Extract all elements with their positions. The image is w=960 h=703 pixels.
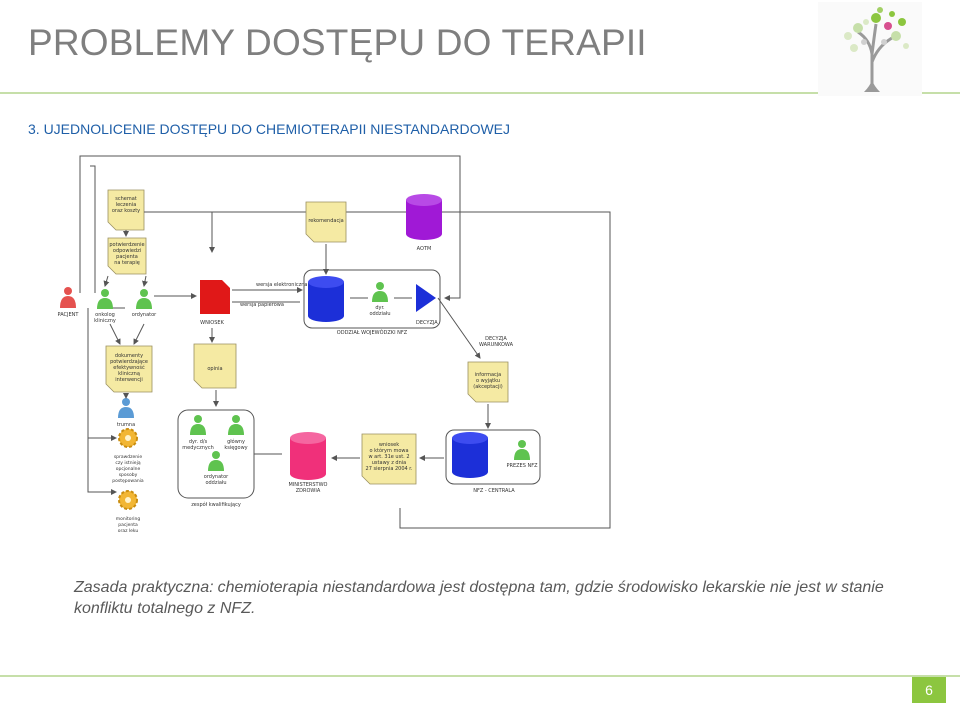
svg-text:WNIOSEK: WNIOSEK (200, 320, 224, 326)
svg-text:dyr.oddziału: dyr.oddziału (369, 305, 390, 317)
footer-divider (0, 675, 960, 677)
svg-text:ODDZIAŁ WOJEWÓDZKI NFZ: ODDZIAŁ WOJEWÓDZKI NFZ (337, 329, 408, 336)
outer-flow-lines (79, 155, 611, 529)
person-dyr-oddzialu-icon: dyr.oddziału (369, 282, 391, 317)
decyzja-triangle-icon: DECYZJA (416, 284, 438, 326)
wniosek-document-icon: WNIOSEK (200, 280, 230, 326)
svg-text:opinia: opinia (207, 366, 222, 372)
nfz-oddzial-group: ODDZIAŁ WOJEWÓDZKI NFZ (303, 269, 441, 336)
note-opinia: opinia (193, 343, 237, 389)
database-aotm-icon: AOTM (406, 194, 442, 252)
nfz-centrala-group: NFZ - CENTRALA (445, 429, 541, 494)
svg-text:AOTM: AOTM (417, 246, 432, 252)
database-oddzial-icon (308, 276, 344, 322)
principle-label: Zasada praktyczna: (74, 579, 214, 596)
note-rekomendacja: rekomendacja (305, 201, 347, 243)
person-patient-icon: PACJENT (58, 287, 80, 318)
svg-text:NFZ - CENTRALA: NFZ - CENTRALA (473, 488, 515, 494)
person-trumna-icon: trumna (117, 398, 135, 428)
connector-arrows (87, 211, 491, 495)
svg-text:trumna: trumna (117, 422, 135, 428)
section-subtitle: 3. UJEDNOLICENIE DOSTĘPU DO CHEMIOTERAPI… (28, 121, 511, 137)
principle-body: chemioterapia niestandardowa jest dostęp… (74, 579, 884, 617)
svg-text:rekomendacja: rekomendacja (308, 218, 343, 224)
principle-text: Zasada praktyczna:chemioterapia niestand… (74, 577, 924, 619)
svg-text:PACJENT: PACJENT (58, 312, 80, 318)
svg-text:PREZES NFZ: PREZES NFZ (506, 463, 538, 469)
person-prezes-icon: PREZES NFZ (506, 440, 538, 469)
slide-title: PROBLEMY DOSTĘPU DO TERAPII (28, 22, 647, 63)
svg-text:DECYZJA: DECYZJA (416, 320, 438, 326)
label-wersja-papierowa: wersja papierowa (240, 302, 284, 308)
label-wersja-elektroniczna: wersja elektroniczna (256, 282, 307, 288)
page-number-badge: 6 (912, 677, 946, 703)
svg-text:ordynator: ordynator (132, 312, 157, 318)
tree-logo (818, 2, 922, 96)
title-divider (0, 92, 960, 94)
person-ordynator-icon: ordynator (132, 289, 157, 318)
svg-text:zespół kwalifikujący: zespół kwalifikujący (191, 501, 241, 508)
